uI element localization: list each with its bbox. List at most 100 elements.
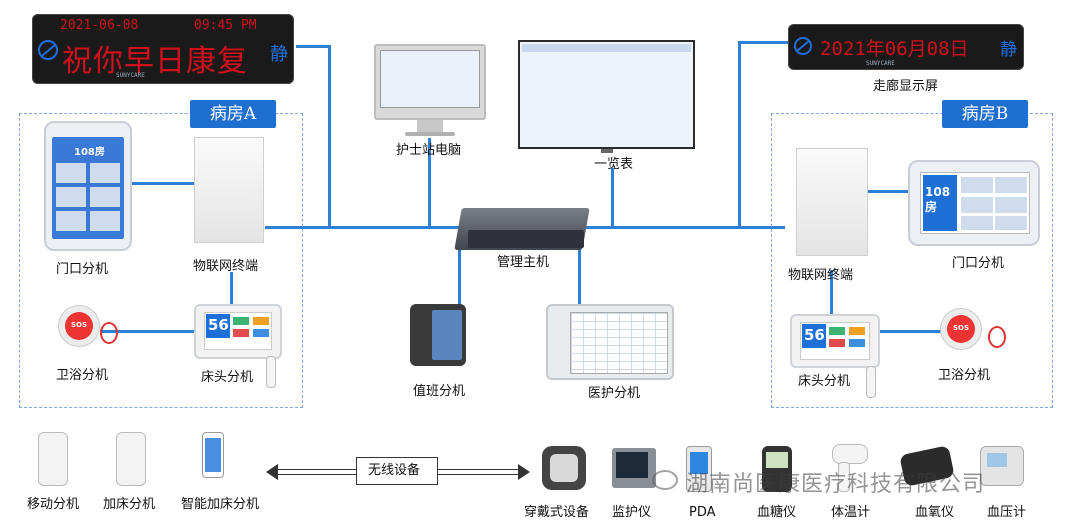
wireless-arrow-head-right xyxy=(518,464,530,480)
bottom-left-label-2: 智能加床分机 xyxy=(181,497,260,512)
door-b-card xyxy=(995,177,1027,193)
nurse-pc-base xyxy=(405,132,455,136)
iot-door-b-wire xyxy=(868,190,908,193)
led-sign-right: 2021年06月08日 静 SUNYCARE xyxy=(788,24,1024,70)
door-b-card xyxy=(995,197,1027,213)
led-right-wire-h xyxy=(738,41,790,44)
bottom-right-label-0: 穿戴式设备 xyxy=(524,505,590,520)
monitor-device xyxy=(612,448,656,488)
mobile-unit-device xyxy=(38,432,68,486)
door-a-label: 门口分机 xyxy=(56,262,109,277)
nurse-pc-stand xyxy=(417,120,443,132)
medical-unit xyxy=(546,304,674,380)
iot-b-label: 物联网终端 xyxy=(788,268,854,283)
iot-terminal-a xyxy=(194,137,264,243)
duty-label: 值班分机 xyxy=(413,384,466,399)
led-right-date: 2021年06月08日 xyxy=(820,38,969,60)
overview-label: 一览表 xyxy=(594,157,634,172)
bedside-a-tile xyxy=(233,317,249,325)
extra-bed-unit-device xyxy=(116,432,146,486)
watermark-text: 湖南尚医康医疗科技有限公司 xyxy=(686,472,986,497)
bedside-a-screen: 56 xyxy=(204,312,272,350)
handset-b xyxy=(866,366,876,398)
door-a-card xyxy=(56,211,86,231)
monitor-device-screen xyxy=(616,452,648,478)
led-sign-left: 2021-06-08 09:45 PM 祝你早日康复 静 SUNYCARE xyxy=(32,14,294,84)
bedside-b-tile xyxy=(829,327,845,335)
door-a-card xyxy=(90,187,120,207)
bedside-a-tile xyxy=(253,317,269,325)
bottom-right-label-5: 血氧仪 xyxy=(915,505,955,520)
thermometer-device xyxy=(832,444,868,464)
bedside-a-number: 56 xyxy=(208,316,229,334)
glucose-meter-screen xyxy=(766,452,788,468)
bp-monitor-device xyxy=(980,446,1024,486)
pull-cord-b xyxy=(988,326,1006,348)
door-b-room-panel xyxy=(923,175,957,231)
nurse-pc-screen xyxy=(380,50,480,108)
nurse-pc-label: 护士站电脑 xyxy=(396,143,462,158)
overview-wire xyxy=(611,168,614,228)
bottom-right-label-6: 血压计 xyxy=(987,505,1027,520)
bottom-right-label-1: 监护仪 xyxy=(612,505,652,520)
bathroom-unit-a: SOS xyxy=(58,305,100,347)
door-unit-a: 108房 xyxy=(44,121,132,251)
wearable-face xyxy=(550,454,578,482)
bedside-b-label: 床头分机 xyxy=(798,374,851,389)
bedside-b-number-panel xyxy=(802,324,826,348)
door-b-card xyxy=(995,216,1027,230)
corridor-display-label: 走廊显示屏 xyxy=(873,79,939,94)
room-a-tag: 病房A xyxy=(190,100,276,128)
door-a-card xyxy=(90,211,120,231)
room-b-box xyxy=(771,113,1053,408)
led-left-wire-h xyxy=(296,45,330,48)
door-b-card xyxy=(961,177,993,193)
nurse-pc-monitor xyxy=(374,44,486,120)
glucose-meter-device xyxy=(762,446,792,492)
door-a-room-number: 108房 xyxy=(74,147,105,158)
door-b-room-number: 108房 xyxy=(925,185,951,214)
led-left-wire-v xyxy=(328,45,331,228)
bed-bath-b-wire xyxy=(880,330,944,333)
led-left-date: 2021-06-08 xyxy=(60,18,139,33)
sos-text-b: SOS xyxy=(953,324,970,332)
iot-b-down-wire xyxy=(830,270,833,314)
wireless-label: 无线设备 xyxy=(368,463,421,478)
medical-unit-screen xyxy=(570,312,668,374)
sos-button-a xyxy=(65,312,93,340)
iot-a-label: 物联网终端 xyxy=(193,259,259,274)
door-b-label: 门口分机 xyxy=(952,256,1005,271)
wearable-device xyxy=(542,446,586,490)
pda-screen xyxy=(690,452,708,474)
bottom-right-label-3: 血糖仪 xyxy=(757,505,797,520)
overview-board-stand xyxy=(601,149,613,153)
pull-cord-a xyxy=(100,322,118,344)
duty-unit-screen xyxy=(432,310,462,360)
bedside-a-number-panel xyxy=(206,314,230,338)
door-unit-b: 108房 xyxy=(908,160,1040,246)
led-right-brand: SUNYCARE xyxy=(866,60,895,67)
medical-label: 医护分机 xyxy=(588,386,641,401)
door-a-card xyxy=(90,163,120,183)
led-right-quiet: 静 xyxy=(1000,40,1017,60)
wechat-icon xyxy=(652,470,678,490)
overview-board xyxy=(518,40,695,149)
thermometer-handle xyxy=(838,462,850,492)
door-b-card xyxy=(961,197,993,213)
bedside-a-label: 床头分机 xyxy=(201,370,254,385)
iot-a-down-wire xyxy=(230,272,233,306)
sos-button-b xyxy=(947,315,975,343)
host-server-front xyxy=(468,230,584,248)
bathroom-unit-b: SOS xyxy=(940,308,982,350)
smart-extra-bed-device xyxy=(202,432,224,478)
led-left-quiet: 静 xyxy=(270,44,288,65)
nurse-pc-wire xyxy=(428,138,431,228)
bedside-a-tile xyxy=(233,329,249,337)
wireless-label-box xyxy=(356,457,438,485)
door-unit-b-screen: 108房 xyxy=(920,172,1030,234)
led-right-wire-v xyxy=(738,41,741,228)
handset-a xyxy=(266,356,276,388)
host-down-wire-2 xyxy=(578,246,581,306)
duty-unit xyxy=(410,304,466,366)
door-a-wire xyxy=(132,182,194,185)
